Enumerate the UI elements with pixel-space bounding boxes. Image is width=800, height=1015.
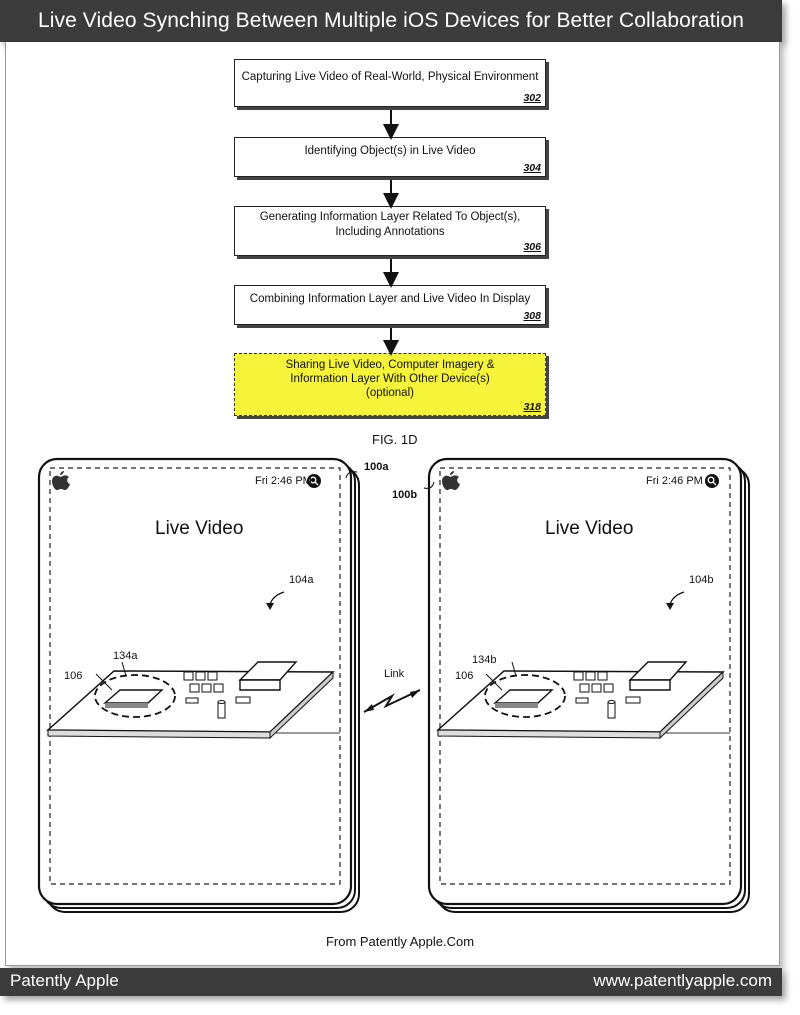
flow-step-ref: 306: [523, 241, 541, 253]
circuit-board-a: [46, 661, 335, 740]
device-b-screen: [439, 467, 731, 885]
device-a: [37, 457, 360, 913]
chip-ref-b: 106: [455, 670, 474, 682]
screen-title-a: Live Video: [155, 518, 244, 539]
status-time-a: Fri 2:46 PM: [255, 475, 312, 487]
footer-url: www.patentlyapple.com: [593, 971, 772, 990]
flow-step-text: Generating Information Layer Related To …: [259, 211, 521, 238]
flow-step-text: Combining Information Layer and Live Vid…: [249, 292, 531, 305]
object-ref-a: 134a: [113, 650, 138, 662]
screen-title-b: Live Video: [545, 518, 634, 539]
device-b: [423, 457, 750, 913]
device-a-screen: [49, 467, 341, 885]
flow-step-308: Combining Information Layer and Live Vid…: [234, 285, 546, 325]
chip-ref-a: 106: [64, 670, 83, 682]
flow-step-ref: 308: [523, 310, 541, 322]
flow-step-text: Sharing Live Video, Computer Imagery & I…: [285, 358, 495, 399]
flow-step-text: Capturing Live Video of Real-World, Phys…: [241, 70, 539, 83]
link-lightning-icon: [363, 689, 421, 713]
apple-logo-icon: [52, 471, 70, 490]
flow-step-304: Identifying Object(s) in Live Video 304: [234, 137, 546, 177]
footer-bar: Patently Apple www.patentlyapple.com: [0, 968, 782, 996]
flow-step-ref: 318: [523, 401, 541, 413]
object-ref-b: 134b: [472, 654, 497, 666]
footer-brand: Patently Apple: [10, 971, 119, 990]
flow-step-text: Identifying Object(s) in Live Video: [304, 144, 476, 157]
status-time-b: Fri 2:46 PM: [646, 475, 703, 487]
flow-step-ref: 304: [523, 162, 541, 174]
device-ref-a: 100a: [364, 461, 389, 473]
device-ref-b: 100b: [392, 489, 418, 501]
flow-step-ref: 302: [523, 92, 541, 104]
circuit-board-b: [436, 661, 725, 740]
flow-step-302: Capturing Live Video of Real-World, Phys…: [234, 59, 546, 107]
link-label: Link: [384, 668, 405, 680]
credit-text: From Patently Apple.Com: [325, 934, 475, 949]
flow-step-306: Generating Information Layer Related To …: [234, 206, 546, 256]
view-ref-b: 104b: [689, 574, 714, 586]
apple-logo-icon: [442, 471, 460, 490]
page-title: Live Video Synching Between Multiple iOS…: [37, 9, 745, 32]
object-highlight-b: [484, 674, 566, 718]
view-ref-a: 104a: [289, 574, 314, 586]
search-icon: [705, 474, 719, 488]
object-highlight-a: [94, 674, 176, 718]
flow-step-318-optional: Sharing Live Video, Computer Imagery & I…: [234, 353, 546, 416]
figure-label: FIG. 1D: [372, 432, 418, 447]
page-title-bar: Live Video Synching Between Multiple iOS…: [0, 0, 782, 42]
